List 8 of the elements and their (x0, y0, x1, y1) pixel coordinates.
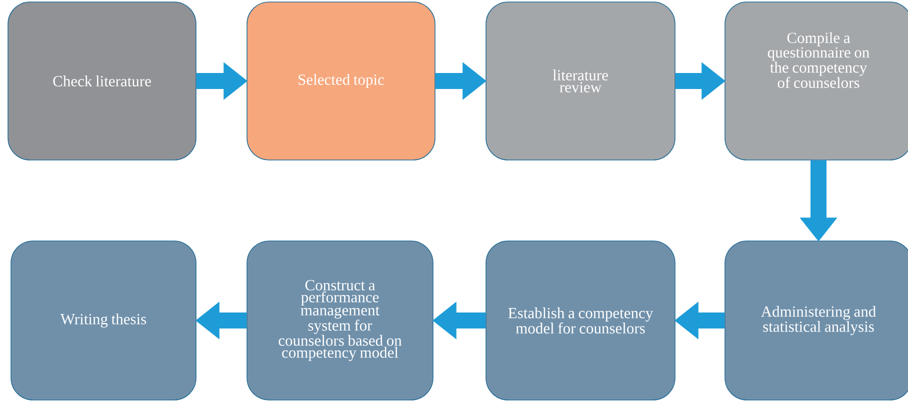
process-box: Selected topic (246, 2, 436, 160)
process-box: Administering and statistical analysis (724, 240, 908, 400)
process-box: Compile a questionnaire on the competency of counselors (724, 2, 908, 160)
process-box: Establish a competency model for counselors (486, 240, 676, 400)
process-box: Check literature (8, 2, 196, 160)
process-box: literature review (486, 2, 676, 160)
process-box: Writing thesis (10, 240, 196, 400)
process-box: Construct a performance management system for counselors based on competency model (246, 240, 434, 400)
